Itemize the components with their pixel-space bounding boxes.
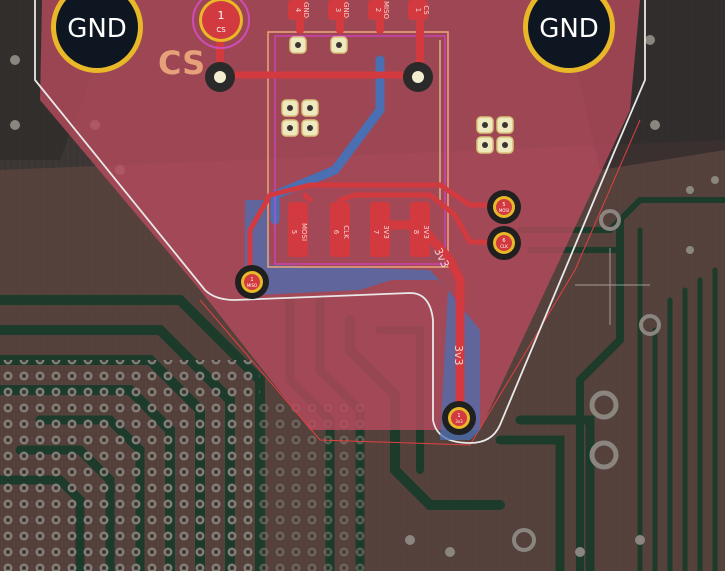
mount-hole-right: GND (523, 0, 615, 73)
cs-test-pad: 1 CS (192, 0, 250, 49)
connector-drill-holes (281, 36, 514, 154)
via-miso: 1 MISO (235, 265, 269, 299)
connector-fab-outline (274, 35, 446, 265)
via-mosi-name: MOSI (499, 208, 509, 213)
cs-pad-name: CS (216, 26, 226, 34)
pin-2-name: MISO (382, 1, 390, 20)
zone-outline (199, 119, 641, 446)
pin-5-number: 5 (290, 230, 298, 234)
via-miso-name: MISO (247, 283, 257, 288)
cs-pads (205, 62, 433, 92)
via-array-left (0, 360, 260, 571)
pin-4-name: GND (302, 2, 310, 18)
pin-2-number: 2 (374, 8, 382, 12)
via-mosi-number: 5 (502, 202, 505, 208)
pin-3-number: 3 (334, 8, 342, 12)
via-clk: 6 CLK (487, 226, 521, 260)
pin-5-name: MOSI (300, 223, 308, 241)
via-3v3-name: 3v3 (455, 419, 463, 424)
pin-7-name: 3V3 (382, 225, 390, 239)
net-label-cs: CS (158, 44, 205, 82)
net-label-3v3-b: 3v3 (452, 345, 465, 366)
cs-pad-number: 1 (218, 9, 225, 22)
mount-left-label: GND (67, 14, 127, 44)
pin-1-number: 1 (414, 8, 422, 12)
connector-courtyard (267, 31, 449, 268)
mount-right-label: GND (539, 14, 599, 44)
pin-8-name: 3V3 (422, 225, 430, 239)
connector-pin-labels: 4 GND 3 GND 2 MISO 1 CS 5 MOSI 6 CLK 7 3… (290, 1, 430, 241)
via-miso-number: 1 (250, 277, 253, 283)
via-3v3-number: 1 (457, 413, 460, 419)
pin-6-number: 6 (332, 230, 340, 235)
pin-3-name: GND (342, 2, 350, 18)
board-edge-cut (34, 0, 646, 444)
mount-hole-left: GND (51, 0, 143, 73)
pin-7-number: 7 (372, 230, 380, 234)
crosshair-cursor-icon (575, 248, 650, 325)
via-clk-number: 6 (502, 238, 505, 244)
pin-8-number: 8 (412, 230, 420, 234)
pin-4-number: 4 (294, 8, 302, 13)
via-clk-name: CLK (500, 244, 508, 249)
via-3v3: 1 3v3 (442, 401, 476, 435)
pin-6-name: CLK (342, 225, 350, 239)
svg-text:4: 4 (294, 8, 302, 13)
connector-pads-top (288, 0, 428, 20)
via-mosi: 5 MOSI (487, 190, 521, 224)
pin-1-name: CS (422, 5, 430, 15)
connector-pads-bottom (288, 202, 430, 257)
